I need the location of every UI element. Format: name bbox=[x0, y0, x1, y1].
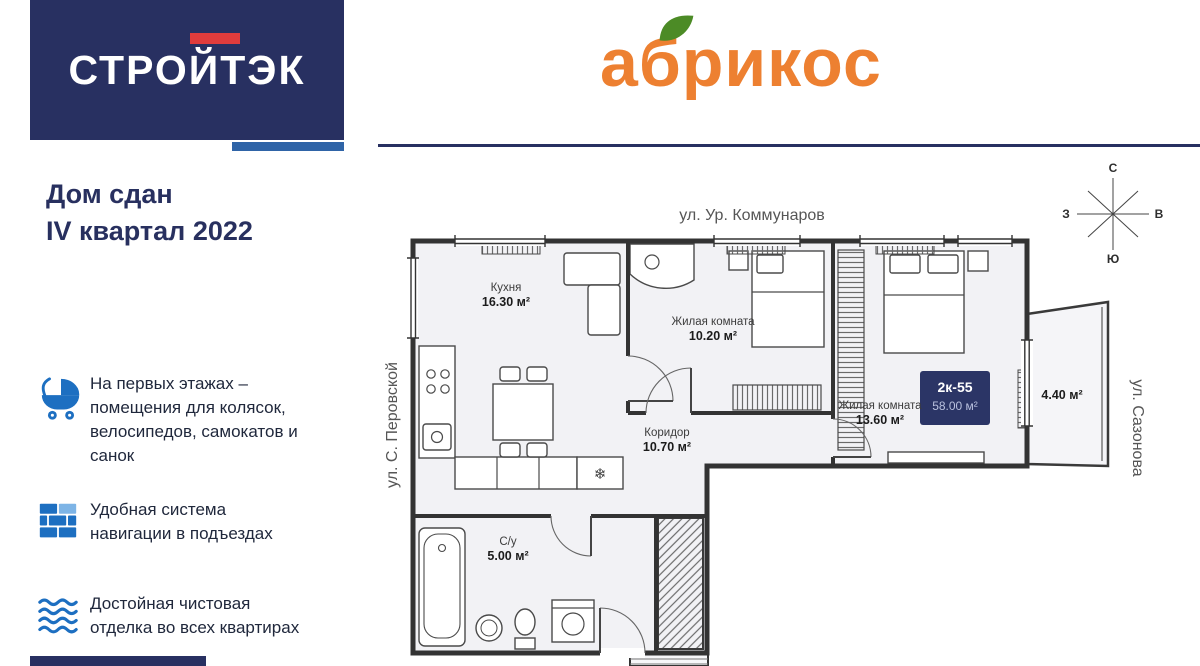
bed-icon bbox=[883, 250, 965, 354]
bricks-icon bbox=[38, 498, 90, 546]
feature-item-finishing: Достойная чистовая отделка во всех кварт… bbox=[38, 592, 302, 640]
bathtub-icon bbox=[418, 527, 466, 647]
bathroom-furniture bbox=[418, 527, 595, 650]
feature-text: Удобная система навигации в подъездах bbox=[90, 500, 273, 544]
kitchen-furniture: ❄ bbox=[418, 252, 624, 490]
living1-area: 10.20 м² bbox=[689, 329, 737, 343]
corner-unit-icon bbox=[629, 243, 695, 289]
dining-table-icon bbox=[492, 383, 554, 441]
unit-badge: 2к-55 58.00 м² bbox=[920, 371, 990, 425]
room-labels: Кухня 16.30 м² Жилая комната 10.20 м² Жи… bbox=[482, 282, 1083, 563]
street-label-right: ул. Сазонова bbox=[1129, 379, 1146, 476]
window bbox=[454, 235, 546, 247]
feature-text: На первых этажах – помещения для колясок… bbox=[90, 374, 298, 466]
nightstand-icon bbox=[967, 250, 989, 272]
title-line-1: Дом сдан bbox=[46, 179, 173, 209]
feature-item-strollers: На первых этажах – помещения для колясок… bbox=[38, 372, 302, 469]
corridor-area: 10.70 м² bbox=[643, 440, 691, 454]
street-label-top: ул. Ур. Коммунаров bbox=[679, 207, 825, 224]
abrikos-logo: абрикос bbox=[600, 15, 882, 101]
street-label-left: ул. С. Перовской bbox=[384, 362, 401, 488]
window bbox=[407, 257, 419, 339]
windows bbox=[407, 235, 1033, 427]
tv-stand-icon bbox=[887, 451, 985, 464]
fridge-symbol: ❄ bbox=[594, 466, 607, 483]
abrikos-logo-text: абрикос bbox=[600, 25, 882, 101]
living1-furniture bbox=[629, 243, 825, 411]
compass-south: Ю bbox=[1107, 252, 1119, 266]
balcony-door bbox=[1021, 339, 1033, 427]
floorplan: ❄ bbox=[384, 161, 1164, 666]
bottom-accent-bar bbox=[30, 656, 206, 666]
living2-label: Жилая комната bbox=[838, 400, 922, 412]
fridge-icon bbox=[576, 456, 624, 490]
compass-east: В bbox=[1155, 207, 1164, 221]
abrikos-leaf-icon bbox=[659, 15, 694, 41]
bathroom-label: С/у bbox=[499, 536, 517, 548]
bathroom-area: 5.00 м² bbox=[487, 549, 528, 563]
sofa-icon bbox=[563, 252, 621, 336]
feature-text: Достойная чистовая отделка во всех кварт… bbox=[90, 594, 300, 638]
bathroom-sink-icon bbox=[475, 614, 503, 642]
kitchen-label: Кухня bbox=[491, 282, 522, 294]
stroller-icon bbox=[38, 372, 90, 426]
chair-icon bbox=[499, 366, 548, 458]
kitchen-area: 16.30 м² bbox=[482, 295, 530, 309]
window bbox=[957, 235, 1013, 247]
entrance-door bbox=[599, 607, 646, 658]
title-line-2: IV квартал 2022 bbox=[46, 216, 253, 246]
waves-icon bbox=[38, 592, 90, 640]
stroytek-red-mark bbox=[190, 33, 240, 44]
corridor-label: Коридор bbox=[644, 427, 689, 439]
balcony bbox=[1025, 300, 1110, 468]
balcony-area: 4.40 м² bbox=[1041, 388, 1082, 402]
compass-west: З bbox=[1062, 207, 1070, 221]
walls bbox=[410, 238, 1030, 656]
unit-area: 58.00 м² bbox=[932, 399, 978, 413]
bed-icon bbox=[751, 250, 825, 348]
door-arcs bbox=[550, 355, 872, 658]
window bbox=[713, 235, 801, 247]
wardrobe-icon bbox=[837, 249, 865, 451]
compass-north: С bbox=[1109, 161, 1118, 175]
washing-machine-icon bbox=[551, 599, 595, 643]
toilet-icon bbox=[514, 608, 536, 650]
header-divider bbox=[378, 144, 1200, 147]
feature-item-navigation: Удобная система навигации в подъездах bbox=[38, 498, 302, 546]
utility-shaft bbox=[657, 517, 704, 650]
unit-number: 2к-55 bbox=[937, 379, 972, 395]
apartment-floor bbox=[413, 241, 1027, 653]
wardrobe-icon bbox=[732, 384, 822, 411]
compass-icon: С Ю З В bbox=[1062, 161, 1163, 266]
living2-area: 13.60 м² bbox=[856, 413, 904, 427]
window bbox=[859, 235, 945, 247]
page-title: Дом сдан IV квартал 2022 bbox=[46, 176, 253, 250]
logo-underline-bar bbox=[232, 142, 344, 151]
stroytek-logo: СТРОЙТЭК bbox=[30, 0, 344, 140]
stroytek-logo-text: СТРОЙТЭК bbox=[68, 46, 306, 93]
radiator-icons bbox=[481, 244, 935, 255]
kitchen-sink-icon bbox=[422, 423, 452, 451]
living1-label: Жилая комната bbox=[671, 316, 755, 328]
stove-icon bbox=[426, 369, 450, 394]
